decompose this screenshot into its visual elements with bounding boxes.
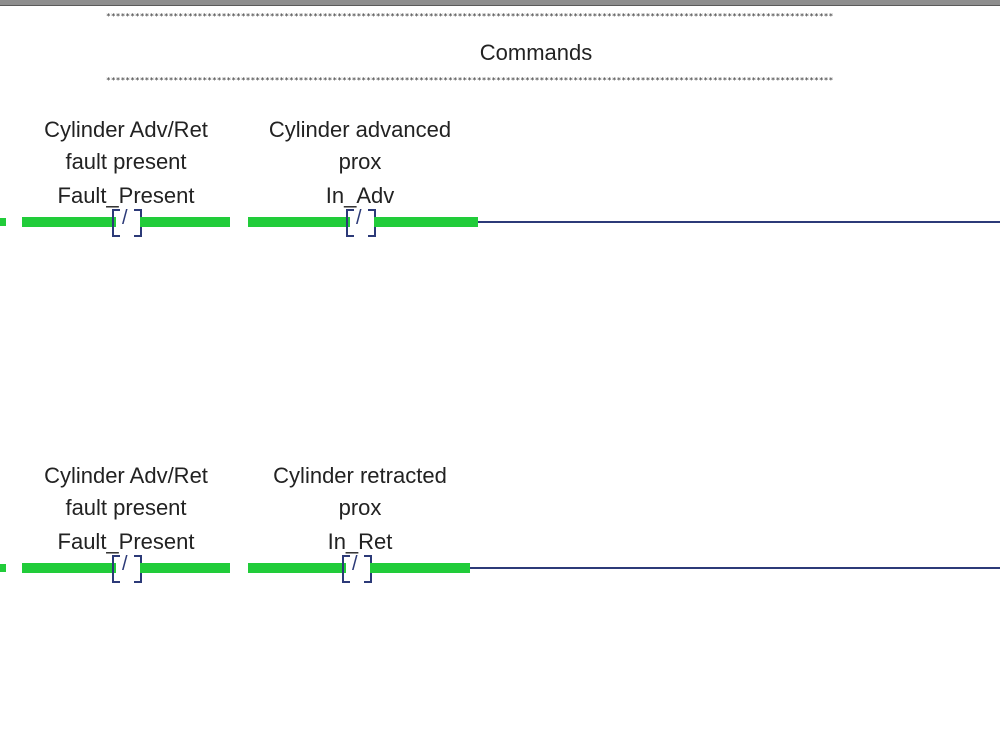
xio-slash-icon: /: [122, 207, 128, 229]
energized-wire-left: [22, 217, 116, 227]
xio-slash-icon: /: [356, 207, 362, 229]
energized-wire-left: [248, 563, 346, 573]
xio-contact-fault-present[interactable]: Cylinder Adv/Ret fault present Fault_Pre…: [6, 114, 246, 254]
energized-wire-right: [374, 217, 478, 227]
energized-wire-right: [140, 217, 230, 227]
contact-tag[interactable]: In_Adv: [325, 183, 395, 208]
contact-tag[interactable]: Fault_Present: [57, 529, 195, 554]
xio-contact-in-ret[interactable]: Cylinder retracted prox In_Ret /: [240, 460, 480, 600]
contact-description-line2: fault present: [65, 495, 187, 520]
xio-contact-in-adv[interactable]: Cylinder advanced prox In_Adv /: [240, 114, 480, 254]
window-top-border: [0, 0, 1000, 6]
contact-bracket-left: [346, 209, 354, 237]
contact-bracket-left: [342, 555, 350, 583]
rung-wire: [478, 221, 1000, 223]
contact-description-line1: Cylinder Adv/Ret: [44, 117, 208, 142]
contact-bracket-left: [112, 555, 120, 583]
contact-tag[interactable]: Fault_Present: [57, 183, 195, 208]
contact-description-line1: Cylinder advanced: [268, 117, 452, 142]
energized-wire-left: [22, 563, 116, 573]
contact-description-line2: prox: [338, 149, 382, 174]
left-rail-connection: [0, 564, 6, 572]
rung-comment-title[interactable]: Commands: [479, 40, 593, 65]
energized-wire-left: [248, 217, 350, 227]
xio-slash-icon: /: [352, 553, 358, 575]
contact-description-line2: prox: [338, 495, 382, 520]
rung-wire: [470, 567, 1000, 569]
comment-divider-bottom: ****************************************…: [106, 76, 834, 85]
ladder-rung-1[interactable]: Cylinder Adv/Ret fault present Fault_Pre…: [0, 114, 1000, 314]
contact-bracket-left: [112, 209, 120, 237]
energized-wire-right: [370, 563, 470, 573]
contact-description-line2: fault present: [65, 149, 187, 174]
ladder-rung-2[interactable]: Cylinder Adv/Ret fault present Fault_Pre…: [0, 460, 1000, 660]
xio-slash-icon: /: [122, 553, 128, 575]
contact-tag[interactable]: In_Ret: [327, 529, 393, 554]
xio-contact-fault-present[interactable]: Cylinder Adv/Ret fault present Fault_Pre…: [6, 460, 246, 600]
contact-description-line1: Cylinder retracted: [273, 463, 447, 488]
contact-description-line1: Cylinder Adv/Ret: [44, 463, 208, 488]
left-rail-connection: [0, 218, 6, 226]
comment-divider-top: ****************************************…: [106, 12, 834, 21]
energized-wire-right: [140, 563, 230, 573]
